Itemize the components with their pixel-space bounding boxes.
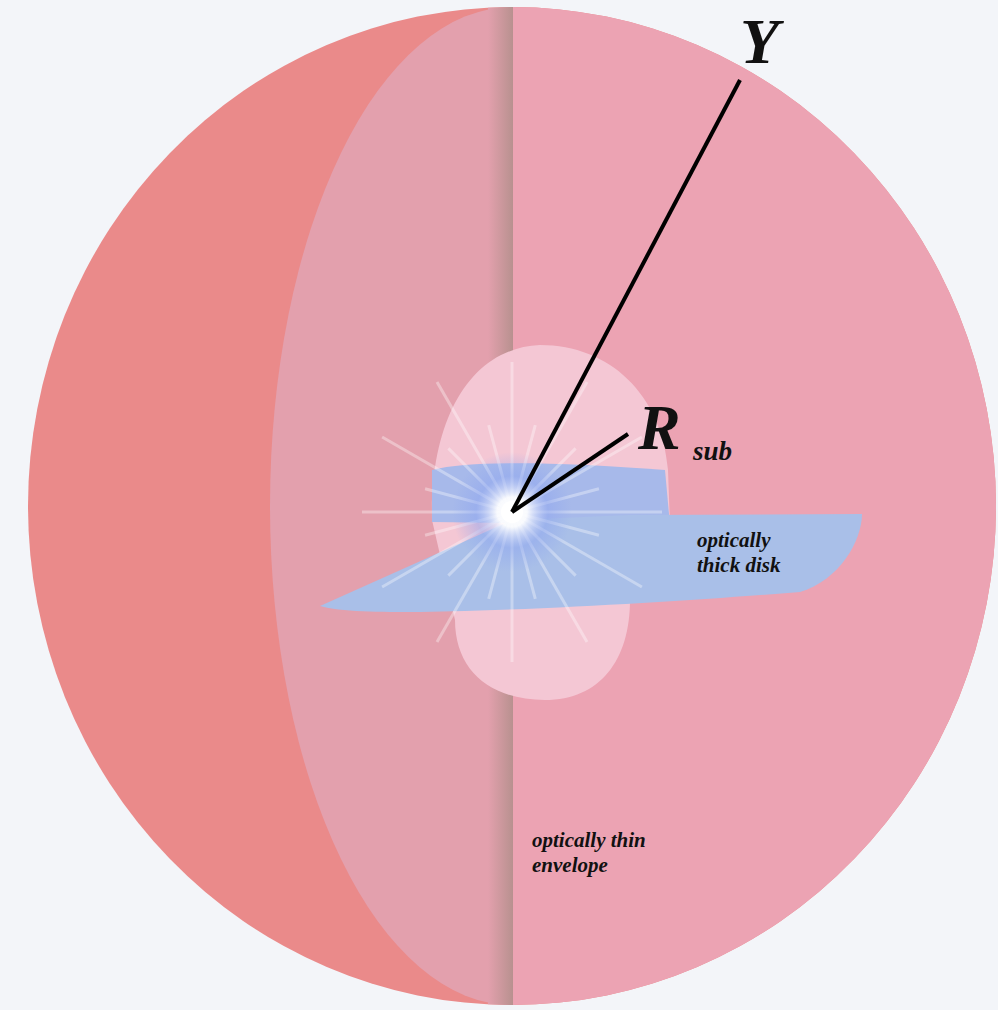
disk-shape: optically thick disk bbox=[320, 497, 865, 622]
radius-label: Y bbox=[740, 10, 779, 74]
disk-fill bbox=[320, 514, 862, 612]
envelope-sphere: optically thin envelope optically thick d… bbox=[28, 7, 996, 1005]
region-label: optically thin envelope bbox=[532, 828, 651, 878]
radius-line bbox=[512, 434, 628, 512]
label-holder: Y bbox=[740, 10, 779, 74]
disk-shape-outline bbox=[320, 497, 865, 622]
radius-label: R bbox=[638, 396, 681, 460]
region-label: optically thick disk bbox=[697, 528, 783, 578]
label-holder: sub bbox=[693, 438, 732, 465]
text-holder: optically thick disk bbox=[697, 528, 783, 578]
star-rays bbox=[362, 362, 662, 662]
label-holder: R bbox=[638, 396, 681, 460]
radius-line bbox=[512, 80, 740, 512]
subscript-label: sub bbox=[693, 438, 732, 465]
text-holder: optically thin envelope bbox=[532, 828, 651, 878]
